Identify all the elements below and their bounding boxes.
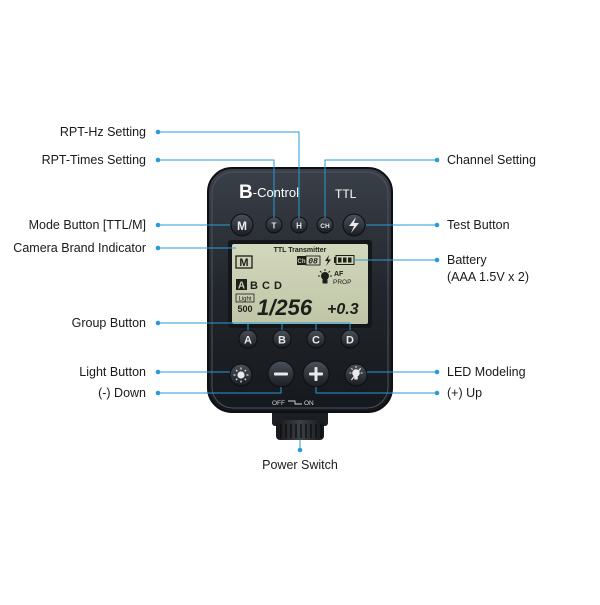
channel-button[interactable]: CH [316,216,334,234]
label-rpt-times: RPT-Times Setting [41,153,146,167]
svg-text:D: D [346,335,354,347]
up-button[interactable] [302,360,330,388]
label-battery-spec: (AAA 1.5V x 2) [447,270,529,284]
group-button-b[interactable]: B [272,329,292,349]
lcd-title: TTL Transmitter [274,247,327,254]
mode-tag: TTL [335,187,357,201]
group-button-a[interactable]: A [238,329,258,349]
label-camera-brand: Camera Brand Indicator [13,241,146,255]
group-button-d[interactable]: D [340,329,360,349]
label-mode-button: Mode Button [TTL/M] [28,218,146,232]
lcd-af-label: AF [334,271,344,278]
lcd-light-label: Light [238,297,251,303]
label-down: (-) Down [98,386,146,400]
switch-off-label: OFF [272,400,285,407]
lcd-group-d: D [274,280,282,292]
light-button[interactable] [229,363,253,387]
lcd-group-a: A [238,281,245,292]
label-rpt-hz: RPT-Hz Setting [59,125,146,139]
brand-logo: B-Control [239,182,299,203]
led-modeling-button[interactable] [344,363,368,387]
rpt-times-button[interactable]: T [265,216,283,234]
plus-icon [309,367,323,381]
svg-text:CH: CH [320,223,330,230]
lcd-compensation-value: +0.3 [327,301,359,318]
lcd-light-value: 500 [237,304,252,314]
svg-text:B: B [278,335,286,347]
switch-on-label: ON [304,400,314,407]
down-button[interactable] [267,360,295,388]
lcd-screen: TTL Transmitter M Ch 08 AF PROP [228,240,372,328]
lcd-flash-icon [325,255,331,266]
lcd-prop-label: PROP [333,279,351,286]
label-up: (+) Up [447,386,483,400]
leader-lines [158,131,437,450]
mode-button[interactable]: M [230,213,254,237]
sun-icon [233,367,249,383]
lcd-mode-indicator: M [239,257,248,269]
label-group-button: Group Button [71,316,146,330]
lcd-power-value: 1/256 [257,295,313,320]
test-button[interactable] [342,213,366,237]
lcd-channel-prefix: Ch [298,259,306,265]
lcd-group-b: B [250,280,258,292]
svg-text:A: A [244,335,252,347]
minus-icon [274,372,288,376]
label-led-modeling: LED Modeling [447,365,526,379]
led-bulb-icon [349,366,363,381]
power-switch-knob[interactable] [272,410,328,440]
lcd-channel-value: 08 [308,258,318,267]
lcd-group-c: C [262,280,270,292]
group-button-c[interactable]: C [306,329,326,349]
svg-text:H: H [296,222,302,231]
lcd-af-bulb-icon [318,269,332,284]
label-light-button: Light Button [79,365,146,379]
svg-text:T: T [272,222,277,231]
label-channel-setting: Channel Setting [447,153,536,167]
svg-text:C: C [312,335,320,347]
flash-icon [349,217,359,233]
leader-dots [155,129,440,453]
svg-text:M: M [237,219,247,233]
label-battery: Battery [447,253,487,267]
label-test-button: Test Button [447,218,510,232]
switch-indicator-icon [288,400,302,405]
rpt-hz-button[interactable]: H [290,216,308,234]
label-power-switch: Power Switch [262,458,338,472]
